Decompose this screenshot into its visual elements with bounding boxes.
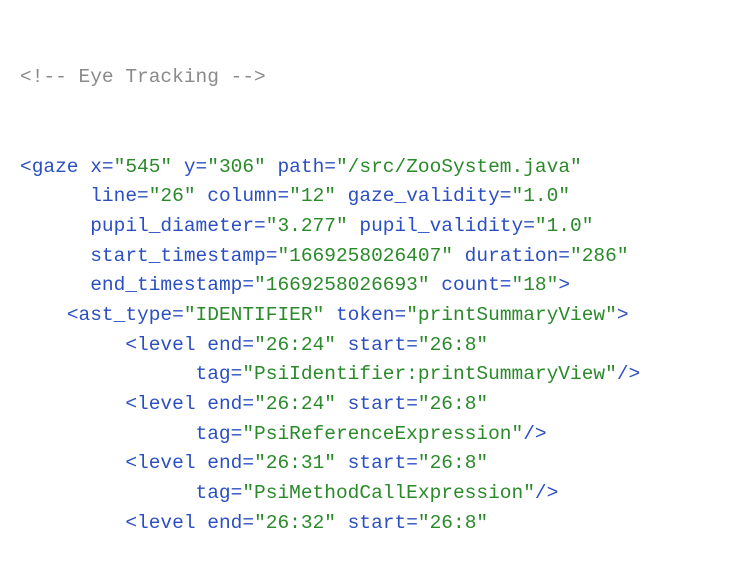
tag-token: <level [125,393,208,415]
attribute-value: "PsiReferenceExpression" [242,422,524,445]
attribute-name: start= [335,452,418,475]
attribute-name: start= [335,511,418,534]
attribute-value: "26:32" [254,511,336,534]
attribute-value: "1669258026693" [254,274,430,297]
attribute-name: start= [335,333,418,356]
attribute-name: tag= [195,482,243,505]
code-line: <level end="26:24" start="26:8" [20,390,640,420]
attribute-value: "26:31" [254,452,336,475]
xml-code-block: <!-- Eye Tracking --> <gaze x="545" y="3… [20,4,640,568]
attribute-value: "3.277" [265,214,348,237]
attribute-value: "26:8" [417,452,489,475]
code-line: end_timestamp="1669258026693" count="18"… [20,271,640,301]
attribute-value: "/src/ZooSystem.java" [335,155,582,178]
tag-token: /> [523,422,547,445]
code-line: <level end="26:31" start="26:8" [20,449,640,479]
attribute-value: "286" [570,244,629,267]
attribute-name: end= [207,333,255,356]
attribute-name: token= [324,303,407,326]
tag-token: <level [125,452,208,475]
code-line: pupil_diameter="3.277" pupil_validity="1… [20,212,640,242]
attribute-value: "545" [113,155,173,178]
code-line: <level end="26:32" start="26:8" [20,509,640,539]
attribute-value: "26:24" [254,393,336,415]
attribute-name: count= [429,274,512,297]
attribute-name: column= [195,185,290,208]
attribute-value: "26" [148,185,196,208]
code-line: start_timestamp="1669258026407" duration… [20,242,640,272]
attribute-name: start_timestamp= [90,244,278,267]
tag-token: <ast_type= [66,303,184,326]
attribute-name: tag= [195,422,243,445]
tag-token: /> [534,482,559,505]
attribute-name: y= [172,155,208,178]
attribute-name: end= [207,452,255,475]
attribute-value: "26:8" [417,333,489,356]
attribute-value: "1.0" [534,214,594,237]
attribute-name: pupil_diameter= [90,214,266,237]
attribute-value: "26:24" [254,333,336,356]
tag-token: > [558,274,571,297]
attribute-value: "26:8" [417,511,489,534]
tag-token: /> [616,363,641,386]
attribute-name: tag= [195,363,243,386]
code-line: line="26" column="12" gaze_validity="1.0… [20,182,640,212]
code-lines: <gaze x="545" y="306" path="/src/ZooSyst… [20,153,640,539]
attribute-name: path= [265,155,336,178]
attribute-value: "PsiIdentifier:printSummaryView" [242,363,617,386]
attribute-value: "306" [207,155,266,178]
attribute-name: pupil_validity= [347,214,535,237]
attribute-value: "1669258026407" [277,244,453,267]
attribute-value: "IDENTIFIER" [183,303,325,326]
attribute-value: "1.0" [511,185,571,208]
attribute-value: "18" [511,274,559,297]
attribute-name: duration= [452,244,571,267]
tag-token: <gaze [20,155,91,178]
attribute-value: "printSummaryView" [406,303,617,326]
attribute-name: x= [90,155,114,178]
tag-token: <level [125,511,208,534]
attribute-value: "26:8" [417,393,489,415]
attribute-name: start= [335,393,418,415]
code-line: <level end="26:24" start="26:8" [20,331,640,361]
attribute-name: end= [207,393,255,415]
attribute-name: end_timestamp= [90,274,255,297]
code-line: tag="PsiMethodCallExpression"/> [20,479,640,509]
tag-token: <level [125,333,208,356]
code-line: <ast_type="IDENTIFIER" token="printSumma… [20,301,640,331]
attribute-value: "12" [289,185,336,208]
attribute-value: "PsiMethodCallExpression" [242,482,535,505]
code-line: tag="PsiIdentifier:printSummaryView"/> [20,360,641,390]
attribute-name: line= [90,185,149,208]
attribute-name: end= [207,511,255,534]
code-line: <gaze x="545" y="306" path="/src/ZooSyst… [20,153,640,183]
tag-token: > [616,303,629,326]
code-line: tag="PsiReferenceExpression"/> [20,420,640,450]
code-comment: <!-- Eye Tracking --> [20,66,266,89]
attribute-name: gaze_validity= [335,185,512,208]
